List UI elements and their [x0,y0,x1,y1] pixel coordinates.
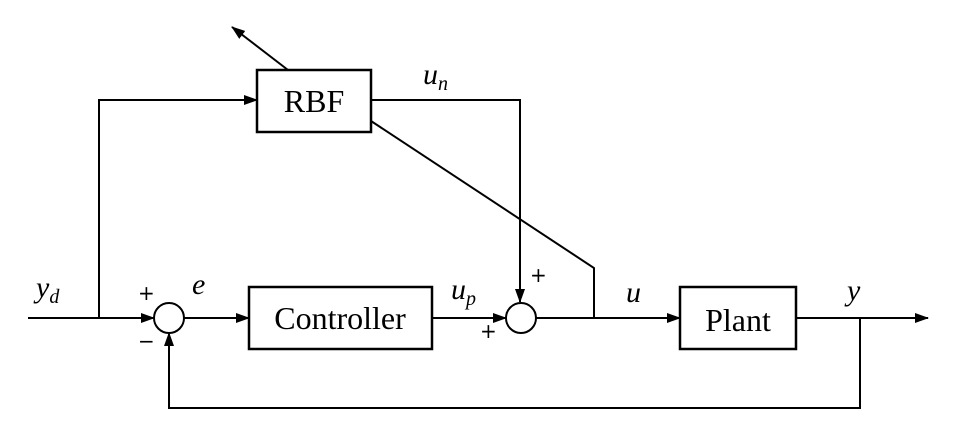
un-to-sum2-line [371,99,525,303]
controller-block: Controller [247,285,434,351]
rbf-adaptation-arrow [231,26,289,71]
sum1-plus-sign: + [138,281,155,305]
sum2-plus-sign-left: + [480,319,497,343]
yd-to-rbf-line [98,95,258,318]
feedback-line [164,318,861,409]
plant-label: Plant [705,302,771,338]
signal-label-up: up [451,273,476,310]
rbf-label: RBF [284,83,344,119]
sum1-minus-sign: − [138,329,155,353]
controller-label: Controller [274,300,406,336]
summing-junction-2 [505,302,537,334]
signal-label-yd: yd [33,271,60,308]
signal-label-un: un [423,58,448,95]
plant-block: Plant [678,285,798,351]
sum2-plus-sign-top: + [530,263,547,287]
summing-junction-1 [153,302,185,334]
signal-label-u: u [626,276,641,309]
signal-label-e: e [192,268,205,301]
rbf-block: RBF [255,68,373,134]
u-to-rbf-line [370,120,595,318]
signal-label-y: y [844,274,861,307]
